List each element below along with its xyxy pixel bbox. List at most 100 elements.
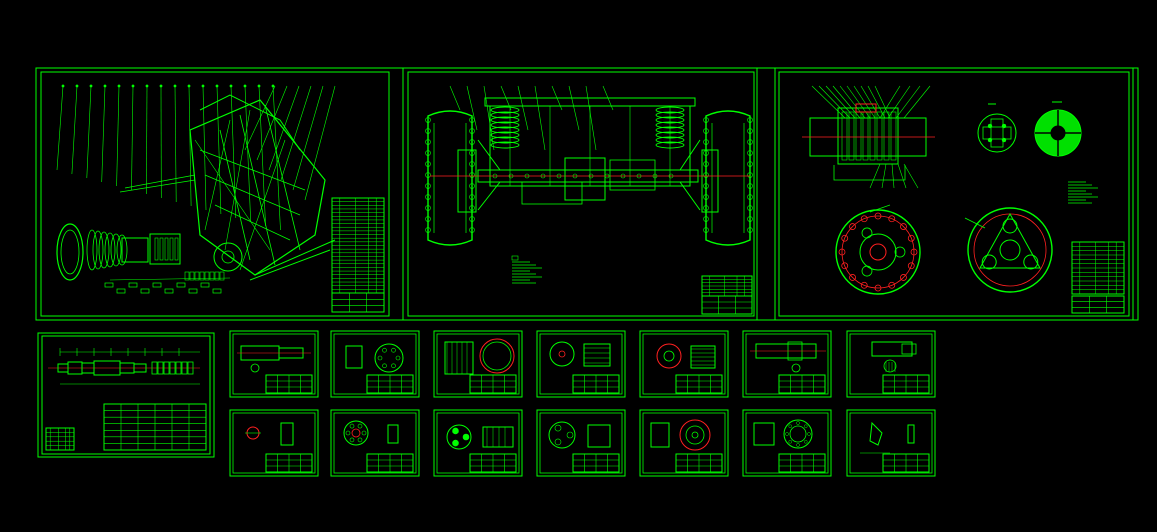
tire-outline bbox=[705, 110, 751, 246]
spring-coil bbox=[490, 111, 520, 119]
gear-tooth bbox=[883, 111, 890, 161]
tire-rim bbox=[711, 123, 745, 233]
motor bbox=[609, 159, 656, 191]
tread bbox=[703, 128, 709, 134]
tread bbox=[469, 194, 475, 200]
leader-line bbox=[258, 85, 266, 227]
title-block bbox=[331, 292, 385, 313]
bearing bbox=[604, 173, 610, 179]
part-sheet bbox=[742, 409, 832, 477]
bolt-hole bbox=[841, 262, 849, 270]
leader-line bbox=[869, 204, 891, 213]
hub-section bbox=[650, 422, 670, 448]
carrier-view bbox=[964, 207, 1053, 293]
tread bbox=[703, 227, 709, 233]
balloon bbox=[257, 84, 261, 88]
bearing bbox=[508, 173, 514, 179]
sheet-outer bbox=[229, 409, 319, 477]
balloon bbox=[243, 84, 247, 88]
leader-line bbox=[964, 217, 986, 229]
tread bbox=[747, 205, 753, 211]
sheet-outer bbox=[846, 409, 936, 477]
tire-rim bbox=[433, 123, 467, 233]
tread bbox=[469, 183, 475, 189]
view-a-key bbox=[990, 118, 1004, 148]
balloon bbox=[103, 84, 107, 88]
gearbox bbox=[521, 181, 583, 205]
gear-section bbox=[837, 107, 899, 165]
tread bbox=[469, 172, 475, 178]
bolt-hole bbox=[860, 281, 868, 289]
bolt-hole bbox=[874, 212, 882, 220]
sheet-outer bbox=[433, 330, 523, 398]
pin-hole bbox=[566, 431, 574, 439]
carrier-pin bbox=[1023, 254, 1039, 270]
leader-line bbox=[903, 85, 931, 119]
small-part bbox=[212, 288, 222, 294]
gear-section bbox=[444, 341, 474, 375]
gear-tooth bbox=[841, 111, 848, 161]
frame-outline bbox=[189, 99, 326, 276]
bolt-part bbox=[209, 271, 215, 281]
carrier-outline bbox=[446, 424, 472, 450]
bearing bbox=[588, 173, 594, 179]
disc-outline bbox=[783, 419, 813, 449]
spring-coil bbox=[655, 126, 685, 134]
disc-inner bbox=[685, 425, 705, 445]
tread bbox=[425, 205, 431, 211]
leader-line bbox=[131, 85, 134, 191]
tread bbox=[703, 161, 709, 167]
view-a-key bbox=[982, 126, 1012, 140]
pin-section bbox=[280, 422, 294, 446]
hub-right bbox=[701, 149, 719, 213]
bolt-part bbox=[214, 271, 220, 281]
spring-coil bbox=[490, 116, 520, 124]
small-part bbox=[164, 288, 174, 294]
title-block bbox=[675, 374, 723, 394]
tire bbox=[425, 110, 475, 246]
bearing bbox=[540, 173, 546, 179]
tread bbox=[469, 216, 475, 222]
leader-line bbox=[56, 85, 64, 171]
tread bbox=[747, 139, 753, 145]
leader-line bbox=[268, 85, 300, 171]
bolt-hole bbox=[888, 281, 896, 289]
sheet-border bbox=[333, 333, 417, 395]
flange-outer bbox=[835, 209, 921, 295]
tread bbox=[425, 216, 431, 222]
bolt-part bbox=[204, 271, 210, 281]
hole bbox=[349, 437, 355, 443]
tread bbox=[747, 150, 753, 156]
hub-disc bbox=[116, 234, 128, 266]
tread bbox=[703, 139, 709, 145]
hole bbox=[788, 440, 792, 444]
sheet-border bbox=[642, 333, 726, 395]
bore bbox=[691, 431, 699, 439]
hole bbox=[382, 347, 387, 353]
hub-disc bbox=[104, 232, 116, 268]
sheet-border bbox=[849, 333, 933, 395]
bearing bbox=[524, 173, 530, 179]
pin-hole bbox=[554, 424, 562, 432]
hub-disc bbox=[110, 233, 122, 267]
spring-coil bbox=[490, 121, 520, 129]
leader-line bbox=[881, 163, 887, 189]
tread bbox=[425, 161, 431, 167]
leader-line bbox=[483, 85, 495, 151]
balloon bbox=[173, 84, 177, 88]
sheet-border bbox=[539, 333, 623, 395]
hole bbox=[382, 363, 387, 369]
part-outline bbox=[549, 341, 575, 367]
leader-line bbox=[86, 85, 92, 179]
leader-line bbox=[256, 85, 288, 161]
small-part bbox=[200, 282, 210, 288]
gear-tooth bbox=[848, 111, 855, 161]
differential bbox=[564, 157, 606, 201]
tread bbox=[425, 128, 431, 134]
leader-line bbox=[825, 85, 856, 119]
view-a-hole bbox=[987, 137, 993, 143]
bolt-hole bbox=[849, 223, 856, 230]
tread bbox=[747, 194, 753, 200]
sheet-border bbox=[745, 412, 829, 474]
brake-fin bbox=[164, 237, 169, 261]
